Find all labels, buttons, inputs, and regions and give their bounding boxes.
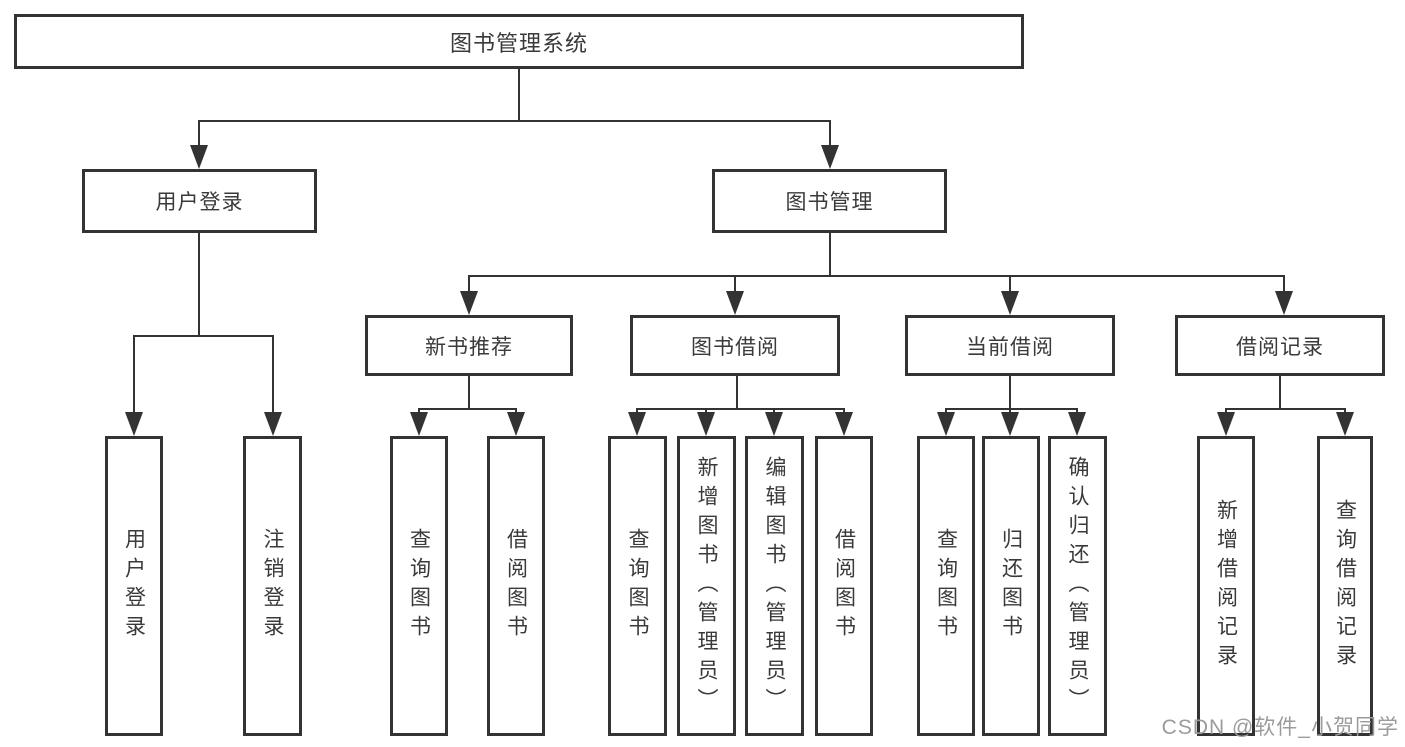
- node-root: 图书管理系统: [14, 14, 1024, 69]
- connector-mgmt-drop-1: [468, 275, 470, 295]
- connector-root-bar: [198, 120, 831, 122]
- connector-root-drop-right: [829, 120, 831, 150]
- connector-current-stem: [1009, 376, 1011, 408]
- csdn-watermark: CSDN @软件_小贺同学: [1161, 716, 1399, 739]
- arrowhead-icon: [1068, 412, 1086, 436]
- node-book-borrow-label: 图书借阅: [691, 335, 779, 359]
- arrowhead-icon: [1001, 412, 1019, 436]
- connector-mgmt-drop-4: [1283, 275, 1285, 295]
- leaf-record-query: 查询借阅记录: [1317, 436, 1373, 736]
- arrowhead-icon: [264, 412, 282, 436]
- node-new-book-recommend: 新书推荐: [365, 315, 573, 376]
- leaf-current-confirm-admin-label: 确认归还（管理员）: [1066, 455, 1089, 717]
- connector-userlogin-stem: [198, 233, 200, 335]
- connector-borrow-bar: [636, 408, 845, 410]
- arrowhead-icon: [125, 412, 143, 436]
- connector-userlogin-drop-2: [272, 335, 274, 416]
- leaf-logout-label: 注销登录: [261, 528, 284, 644]
- node-new-book-recommend-label: 新书推荐: [425, 335, 513, 359]
- arrowhead-icon: [697, 412, 715, 436]
- node-user-login: 用户登录: [82, 169, 317, 233]
- arrowhead-icon: [628, 412, 646, 436]
- connector-mgmt-drop-2: [734, 275, 736, 295]
- leaf-borrow-borrow-label: 借阅图书: [832, 528, 856, 644]
- leaf-record-add: 新增借阅记录: [1197, 436, 1255, 736]
- leaf-borrow-edit-admin-label: 编辑图书（管理员）: [763, 455, 786, 717]
- node-current-borrow-label: 当前借阅: [966, 335, 1054, 359]
- connector-mgmt-drop-3: [1009, 275, 1011, 295]
- arrowhead-icon: [765, 412, 783, 436]
- arrowhead-icon: [726, 291, 744, 315]
- leaf-borrow-query-label: 查询图书: [626, 528, 649, 644]
- leaf-borrow-query: 查询图书: [608, 436, 667, 736]
- leaf-newbook-query: 查询图书: [390, 436, 448, 736]
- arrowhead-icon: [821, 145, 839, 169]
- arrowhead-icon: [937, 412, 955, 436]
- connector-root-stem: [518, 69, 520, 120]
- connector-root-drop-left: [198, 120, 200, 150]
- leaf-user-login-label: 用户登录: [122, 528, 146, 644]
- arrowhead-icon: [190, 145, 208, 169]
- leaf-newbook-borrow: 借阅图书: [487, 436, 545, 736]
- connector-newbook-bar: [418, 408, 517, 410]
- node-root-label: 图书管理系统: [449, 30, 588, 56]
- connector-mgmt-bar: [468, 275, 1285, 277]
- leaf-current-confirm-admin: 确认归还（管理员）: [1048, 436, 1107, 736]
- connector-userlogin-drop-1: [133, 335, 135, 416]
- arrowhead-icon: [507, 412, 525, 436]
- leaf-borrow-borrow: 借阅图书: [815, 436, 873, 736]
- connector-newbook-stem: [468, 376, 470, 408]
- leaf-current-query: 查询图书: [917, 436, 975, 736]
- node-book-management: 图书管理: [712, 169, 947, 233]
- leaf-borrow-add-admin-label: 新增图书（管理员）: [695, 455, 718, 717]
- leaf-user-login: 用户登录: [105, 436, 163, 736]
- leaf-record-add-label: 新增借阅记录: [1214, 499, 1238, 673]
- connector-mgmt-stem: [829, 233, 831, 275]
- leaf-record-query-label: 查询借阅记录: [1333, 499, 1357, 673]
- connector-borrow-stem: [736, 376, 738, 408]
- arrowhead-icon: [835, 412, 853, 436]
- arrowhead-icon: [460, 291, 478, 315]
- leaf-newbook-borrow-label: 借阅图书: [504, 528, 528, 644]
- connector-record-stem: [1279, 376, 1281, 408]
- node-current-borrow: 当前借阅: [905, 315, 1115, 376]
- node-borrow-record-label: 借阅记录: [1236, 335, 1324, 359]
- node-borrow-record: 借阅记录: [1175, 315, 1385, 376]
- node-user-login-label: 用户登录: [155, 191, 244, 214]
- leaf-newbook-query-label: 查询图书: [407, 528, 431, 644]
- leaf-current-return-label: 归还图书: [999, 528, 1023, 644]
- arrowhead-icon: [1217, 412, 1235, 436]
- arrowhead-icon: [1336, 412, 1354, 436]
- connector-userlogin-bar: [133, 335, 274, 337]
- arrowhead-icon: [410, 412, 428, 436]
- leaf-current-query-label: 查询图书: [934, 528, 958, 644]
- leaf-logout: 注销登录: [243, 436, 302, 736]
- leaf-borrow-edit-admin: 编辑图书（管理员）: [745, 436, 804, 736]
- node-book-management-label: 图书管理: [785, 191, 874, 214]
- arrowhead-icon: [1001, 291, 1019, 315]
- leaf-borrow-add-admin: 新增图书（管理员）: [677, 436, 736, 736]
- connector-current-bar: [945, 408, 1078, 410]
- connector-record-bar: [1225, 408, 1346, 410]
- arrowhead-icon: [1275, 291, 1293, 315]
- node-book-borrow: 图书借阅: [630, 315, 840, 376]
- leaf-current-return: 归还图书: [982, 436, 1040, 736]
